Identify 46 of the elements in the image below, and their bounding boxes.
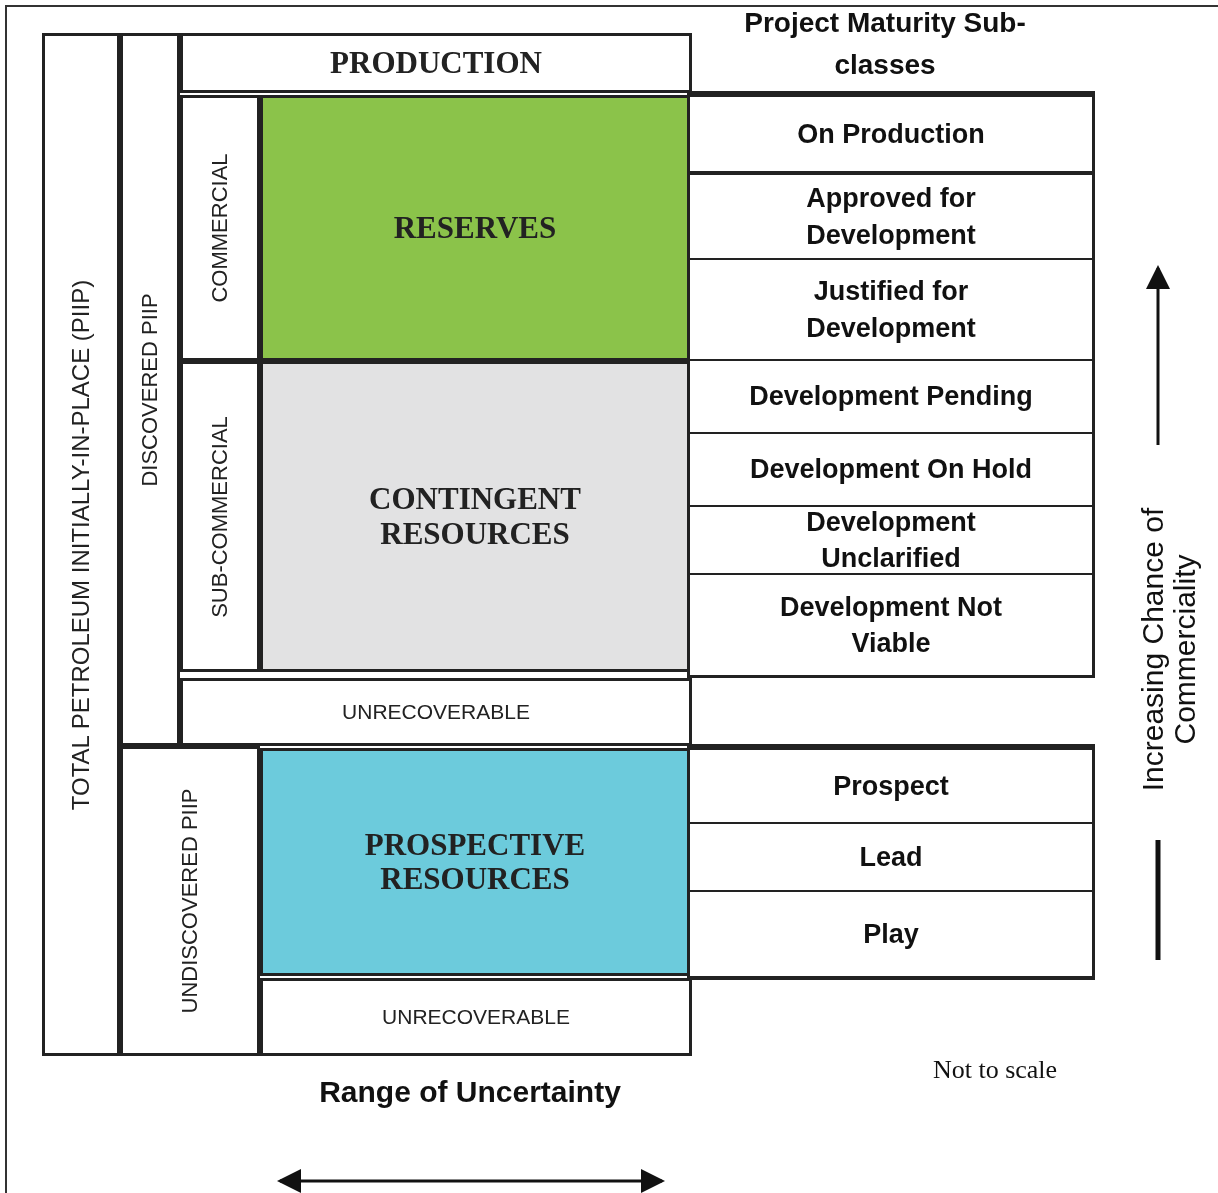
subclass-label: Lead	[859, 840, 923, 874]
vertical-label: COMMERCIAL	[207, 153, 233, 303]
subclass-label: Justified for Development	[805, 275, 977, 345]
vertical-label: TOTAL PETROLEUM INITIALLY-IN-PLACE (PIIP)	[67, 279, 95, 810]
vertical-label: DISCOVERED PIIP	[137, 292, 163, 487]
subclass-label: Play	[863, 917, 919, 951]
category-column	[180, 361, 260, 672]
unrecoverable-box	[260, 978, 692, 1056]
class-box	[180, 33, 692, 93]
category-column	[120, 33, 180, 746]
category-column	[120, 746, 260, 1056]
subclass-box	[690, 890, 1092, 978]
subclass-box	[690, 432, 1092, 507]
subclass-label: Prospect	[833, 769, 949, 803]
box-label: UNRECOVERABLE	[382, 1005, 570, 1029]
box-label: UNRECOVERABLE	[342, 700, 530, 724]
class-box	[260, 748, 690, 976]
subclass-box	[690, 573, 1092, 677]
subclass-label: Development Not Viable	[779, 590, 1003, 660]
vertical-label: UNDISCOVERED PIIP	[177, 788, 203, 1014]
category-column	[180, 95, 260, 361]
subclass-label: Development On Hold	[750, 453, 1032, 487]
class-label: RESERVES	[393, 210, 557, 246]
axis-label: Range of Uncertainty	[318, 1075, 622, 1109]
class-label: CONTINGENT RESOURCES	[368, 482, 582, 551]
class-box	[260, 95, 690, 361]
subclass-label: Approved for Development	[805, 182, 977, 252]
class-box	[260, 361, 690, 672]
subclass-label: On Production	[797, 117, 985, 151]
unrecoverable-box	[180, 678, 692, 746]
column-heading: Project Maturity Sub-classes	[743, 6, 1027, 82]
subclass-box	[690, 173, 1092, 260]
subclass-box	[690, 95, 1092, 173]
class-label: PRODUCTION	[330, 45, 542, 81]
vertical-label: SUB-COMMERCIAL	[207, 415, 233, 618]
subclass-box	[690, 505, 1092, 575]
subclass-box	[690, 822, 1092, 892]
class-label: PROSPECTIVE RESOURCES	[363, 827, 587, 897]
category-column	[42, 33, 120, 1056]
subclass-box	[690, 748, 1092, 824]
subclass-label: Development Unclarified	[805, 505, 977, 575]
subclass-label: Development Pending	[749, 380, 1033, 414]
note: Not to scale	[931, 1055, 1059, 1085]
axis-label: Increasing Chance of Commerciality	[1136, 506, 1200, 794]
subclass-box	[690, 359, 1092, 434]
subclass-box	[690, 258, 1092, 361]
